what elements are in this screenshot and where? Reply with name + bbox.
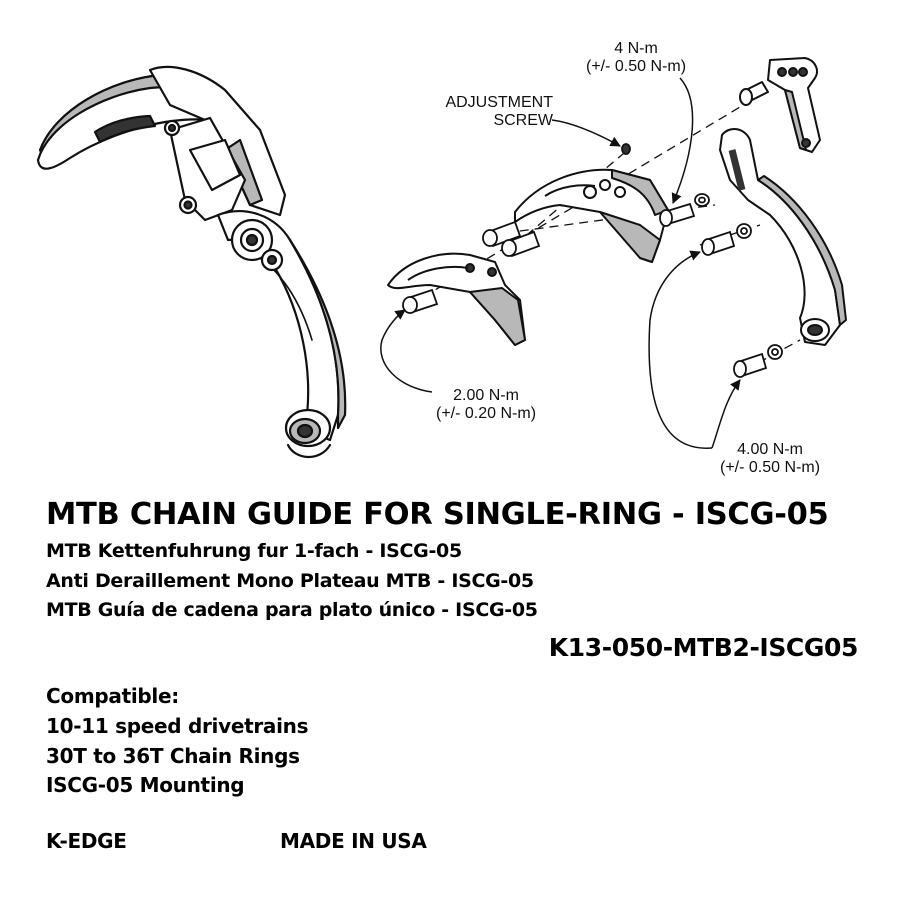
torque-right-value: 4.00 N-m [737, 441, 803, 458]
adjustment-screw-label-1: ADJUSTMENT [445, 94, 553, 111]
torque-right-tolerance: (+/- 0.50 N-m) [720, 459, 821, 476]
torque-top-tolerance: (+/- 0.50 N-m) [586, 58, 687, 75]
part-number: K13-050-MTB2-ISCG05 [548, 633, 859, 662]
mid-guide-body [514, 168, 669, 263]
subtitle-french: Anti Deraillement Mono Plateau MTB - ISC… [46, 570, 534, 592]
adjustment-screw-label-2: SCREW [493, 112, 553, 129]
adjustment-screw [621, 143, 631, 155]
lower-guide-section [387, 252, 526, 346]
left-torque-leader [380, 309, 433, 393]
mid-bolts [482, 220, 541, 258]
brand-name: K-EDGE [46, 829, 127, 853]
callout-leaders [380, 77, 741, 449]
compatibility-item: 10-11 speed drivetrains [46, 714, 309, 738]
compatibility-item: 30T to 36T Chain Rings [46, 744, 300, 768]
assembled-chain-guide [36, 65, 347, 459]
adjustment-screw-leader [551, 119, 621, 147]
subtitle-german: MTB Kettenfuhrung fur 1-fach - ISCG-05 [46, 540, 462, 562]
subtitle-spanish: MTB Guía de cadena para plato único - IS… [46, 599, 538, 621]
upper-mount-plate [739, 57, 821, 153]
right-bolts-washers [659, 193, 783, 378]
torque-top-value: 4 N-m [614, 40, 658, 57]
right-torque-leader-b [711, 379, 741, 449]
right-bracket-arm [719, 128, 847, 346]
torque-callout-top: 4 N-m (+/- 0.50 N-m) [586, 40, 686, 76]
lower-left-bolt [402, 288, 439, 314]
compatibility-item: ISCG-05 Mounting [46, 773, 245, 797]
compatibility-heading: Compatible: [46, 684, 179, 708]
torque-left-tolerance: (+/- 0.20 N-m) [436, 405, 537, 422]
torque-left-value: 2.00 N-m [453, 387, 519, 404]
top-torque-leader [671, 77, 694, 204]
adjustment-screw-callout: ADJUSTMENT SCREW [415, 94, 553, 130]
product-title: MTB CHAIN GUIDE FOR SINGLE-RING - ISCG-0… [46, 497, 829, 532]
right-torque-leader-a [648, 250, 713, 449]
torque-callout-right: 4.00 N-m (+/- 0.50 N-m) [720, 441, 820, 477]
torque-callout-left: 2.00 N-m (+/- 0.20 N-m) [436, 387, 536, 423]
made-in-label: MADE IN USA [280, 829, 427, 853]
